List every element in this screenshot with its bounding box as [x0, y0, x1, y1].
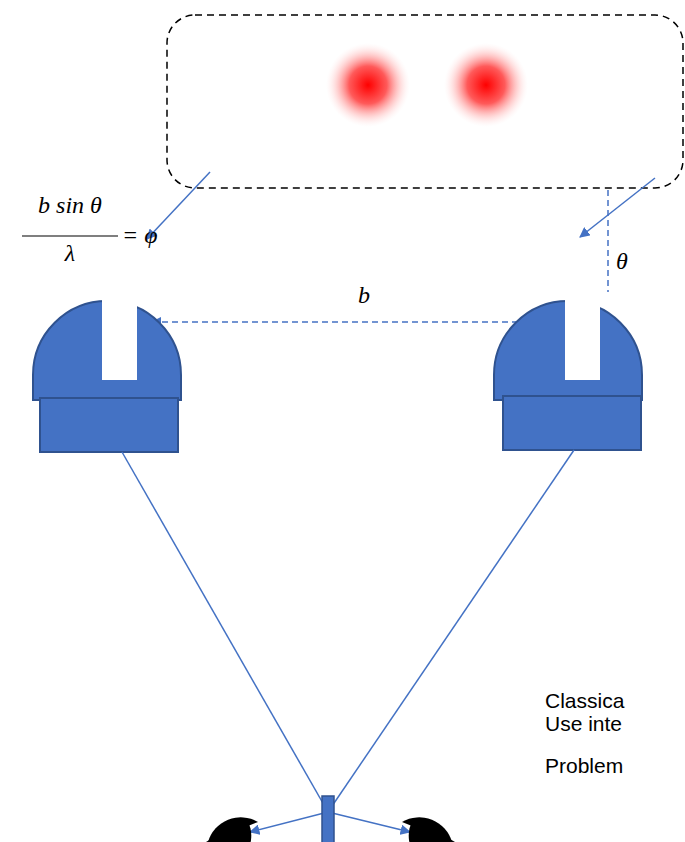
telescope-right — [494, 298, 642, 450]
note-text: Problem — [545, 754, 623, 778]
formula-numerator: b sin θ — [38, 192, 102, 220]
beam-path — [328, 450, 574, 812]
note-text: Use inte — [545, 712, 622, 736]
angle-label: θ — [616, 248, 628, 276]
beam-path — [250, 812, 328, 832]
baseline-label: b — [358, 282, 370, 310]
baseline-arrow — [152, 321, 576, 323]
formula-denominator: λ — [65, 240, 75, 268]
beam-path — [328, 812, 410, 832]
light-ray — [580, 178, 655, 237]
star-source — [444, 43, 528, 127]
sky-region — [167, 15, 683, 188]
telescope-left — [33, 298, 181, 452]
detector — [402, 817, 452, 842]
fraction-bar — [22, 235, 118, 236]
detector — [208, 817, 258, 842]
formula-result: = φ — [122, 222, 157, 250]
note-text: Classica — [545, 689, 624, 713]
beam-path — [122, 452, 328, 812]
beam-splitter — [322, 796, 334, 842]
star-source — [326, 43, 410, 127]
normal-line — [607, 190, 609, 292]
